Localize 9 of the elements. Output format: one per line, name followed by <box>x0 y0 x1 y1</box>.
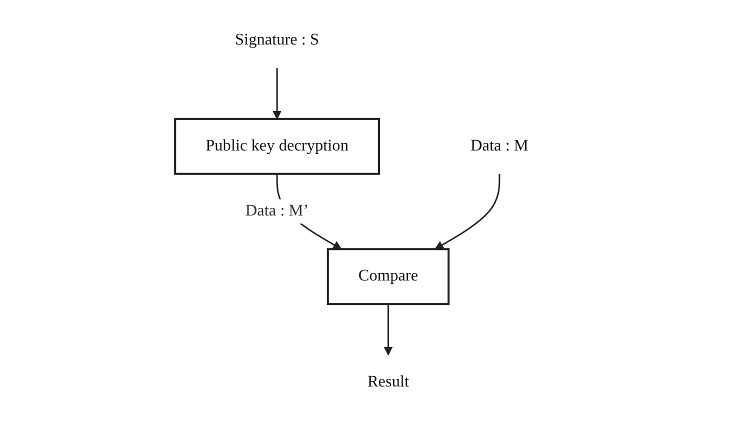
node-box: Public key decryption <box>174 118 380 175</box>
node-text: Data : M <box>470 137 528 155</box>
arrow <box>434 174 500 250</box>
arrow <box>384 304 393 356</box>
arrow <box>272 68 282 120</box>
node-box: Compare <box>326 248 450 306</box>
node-text: Signature : S <box>234 31 320 49</box>
edge-label: Data : M’ <box>245 202 309 220</box>
node-text: Result <box>367 373 410 391</box>
